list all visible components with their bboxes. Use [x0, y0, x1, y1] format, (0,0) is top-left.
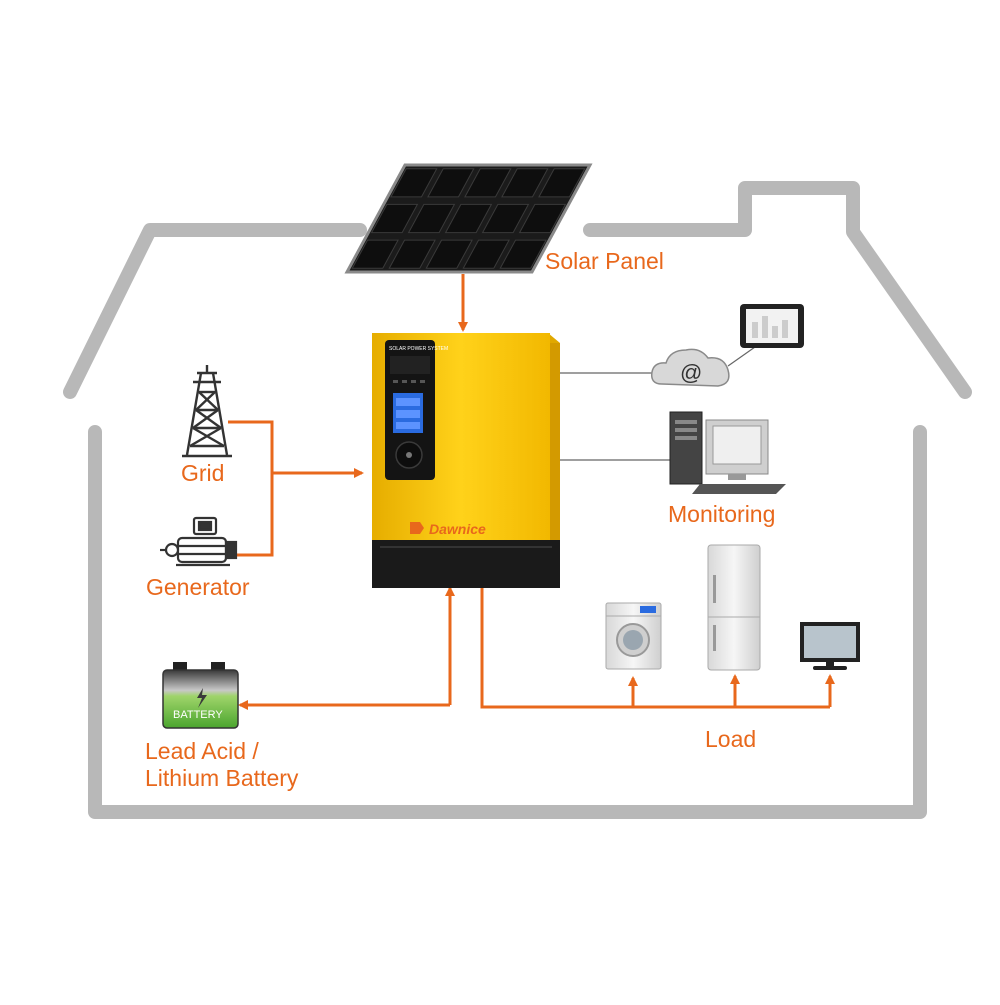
desktop-computer-icon: [669, 411, 786, 494]
load-bus: [480, 588, 830, 709]
solar-cell: [444, 203, 493, 234]
internet-symbol: @: [680, 360, 702, 385]
battery-label-line1: Lead Acid /: [145, 738, 259, 764]
solar-cell: [427, 168, 475, 198]
house-outline: [63, 181, 972, 819]
solar-cell: [538, 168, 586, 198]
solar-cell: [425, 239, 473, 269]
connection-lines: [228, 274, 835, 710]
solar-panel-icon: [344, 163, 593, 274]
solar-cell: [518, 203, 567, 234]
panel-title: SOLAR POWER SYSTEM: [389, 346, 448, 352]
solar-cell: [481, 203, 530, 234]
battery-icon: BATTERY: [162, 662, 239, 729]
washing-machine-icon: [605, 602, 662, 670]
refrigerator-icon: [707, 544, 761, 671]
solar-cell: [501, 168, 549, 198]
battery-text: BATTERY: [173, 709, 223, 721]
grid-label: Grid: [181, 460, 224, 486]
tablet-icon: [740, 304, 804, 348]
solar-cell: [390, 168, 438, 198]
solar-cell: [407, 203, 456, 234]
tv-icon: [800, 622, 860, 670]
solar-cell: [462, 239, 510, 269]
grid-generator-bus: [228, 420, 274, 557]
solar-cell: [388, 239, 436, 269]
inverter-unit: SOLAR POWER SYSTEM Dawnice: [372, 333, 560, 588]
solar-panel-label: Solar Panel: [545, 248, 664, 274]
monitoring-label: Monitoring: [668, 501, 775, 527]
cloud-internet-icon: @: [650, 348, 730, 387]
solar-cell: [351, 239, 399, 269]
inverter-brand: Dawnice: [429, 521, 486, 537]
dawnice-logo-icon: [410, 522, 424, 534]
battery-label-line2: Lithium Battery: [145, 765, 299, 791]
solar-cell: [370, 203, 419, 234]
load-label: Load: [705, 726, 756, 752]
solar-cell: [499, 239, 547, 269]
generator-label: Generator: [146, 574, 250, 600]
monitoring-lines: [560, 346, 756, 461]
solar-cell: [464, 168, 512, 198]
generator-icon: [160, 516, 238, 567]
grid-tower-icon: [182, 365, 232, 458]
